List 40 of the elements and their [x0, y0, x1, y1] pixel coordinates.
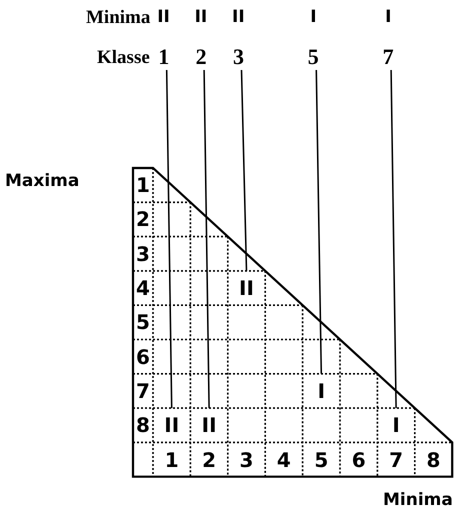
leader-line [203, 70, 210, 408]
tally-mark: II [164, 413, 180, 438]
row-number: 3 [136, 242, 150, 266]
axis-title: Minima [383, 492, 453, 508]
row-number: 8 [136, 413, 150, 438]
tally-mark: I [392, 413, 400, 438]
axis-title: Maxima [5, 172, 80, 190]
class-number: 2 [196, 46, 207, 68]
column-number: 2 [202, 448, 216, 472]
leader-line [240, 70, 248, 271]
leader-line [316, 70, 322, 374]
class-number: 7 [382, 46, 394, 68]
column-number: 7 [389, 448, 404, 472]
column-number: 3 [240, 448, 254, 472]
row-number: 6 [136, 344, 150, 369]
row-number: 4 [136, 276, 150, 300]
row-number: 1 [136, 173, 150, 198]
tally-mark: I [318, 378, 326, 403]
row-heading: Klasse [97, 48, 150, 66]
leader-line [390, 70, 397, 408]
column-number: 8 [426, 448, 440, 472]
leader-line [166, 70, 172, 408]
column-number: 6 [352, 448, 366, 472]
class-number: 1 [158, 46, 170, 68]
row-heading: Minima [86, 8, 150, 26]
column-number: 4 [276, 448, 291, 472]
tally-mark: I [310, 8, 317, 26]
tally-mark: II [202, 413, 217, 438]
row-number: 7 [136, 378, 150, 403]
tally-mark: II [239, 276, 254, 300]
class-number: 5 [308, 46, 319, 68]
row-number: 5 [136, 310, 150, 334]
column-number: 5 [314, 448, 328, 472]
tally-mark: II [157, 8, 170, 26]
tally-mark: II [194, 8, 208, 26]
class-number: 3 [233, 46, 244, 68]
tally-mark: I [385, 8, 392, 26]
row-number: 2 [136, 207, 150, 232]
tally-mark: II [232, 8, 245, 26]
column-number: 1 [164, 448, 179, 472]
